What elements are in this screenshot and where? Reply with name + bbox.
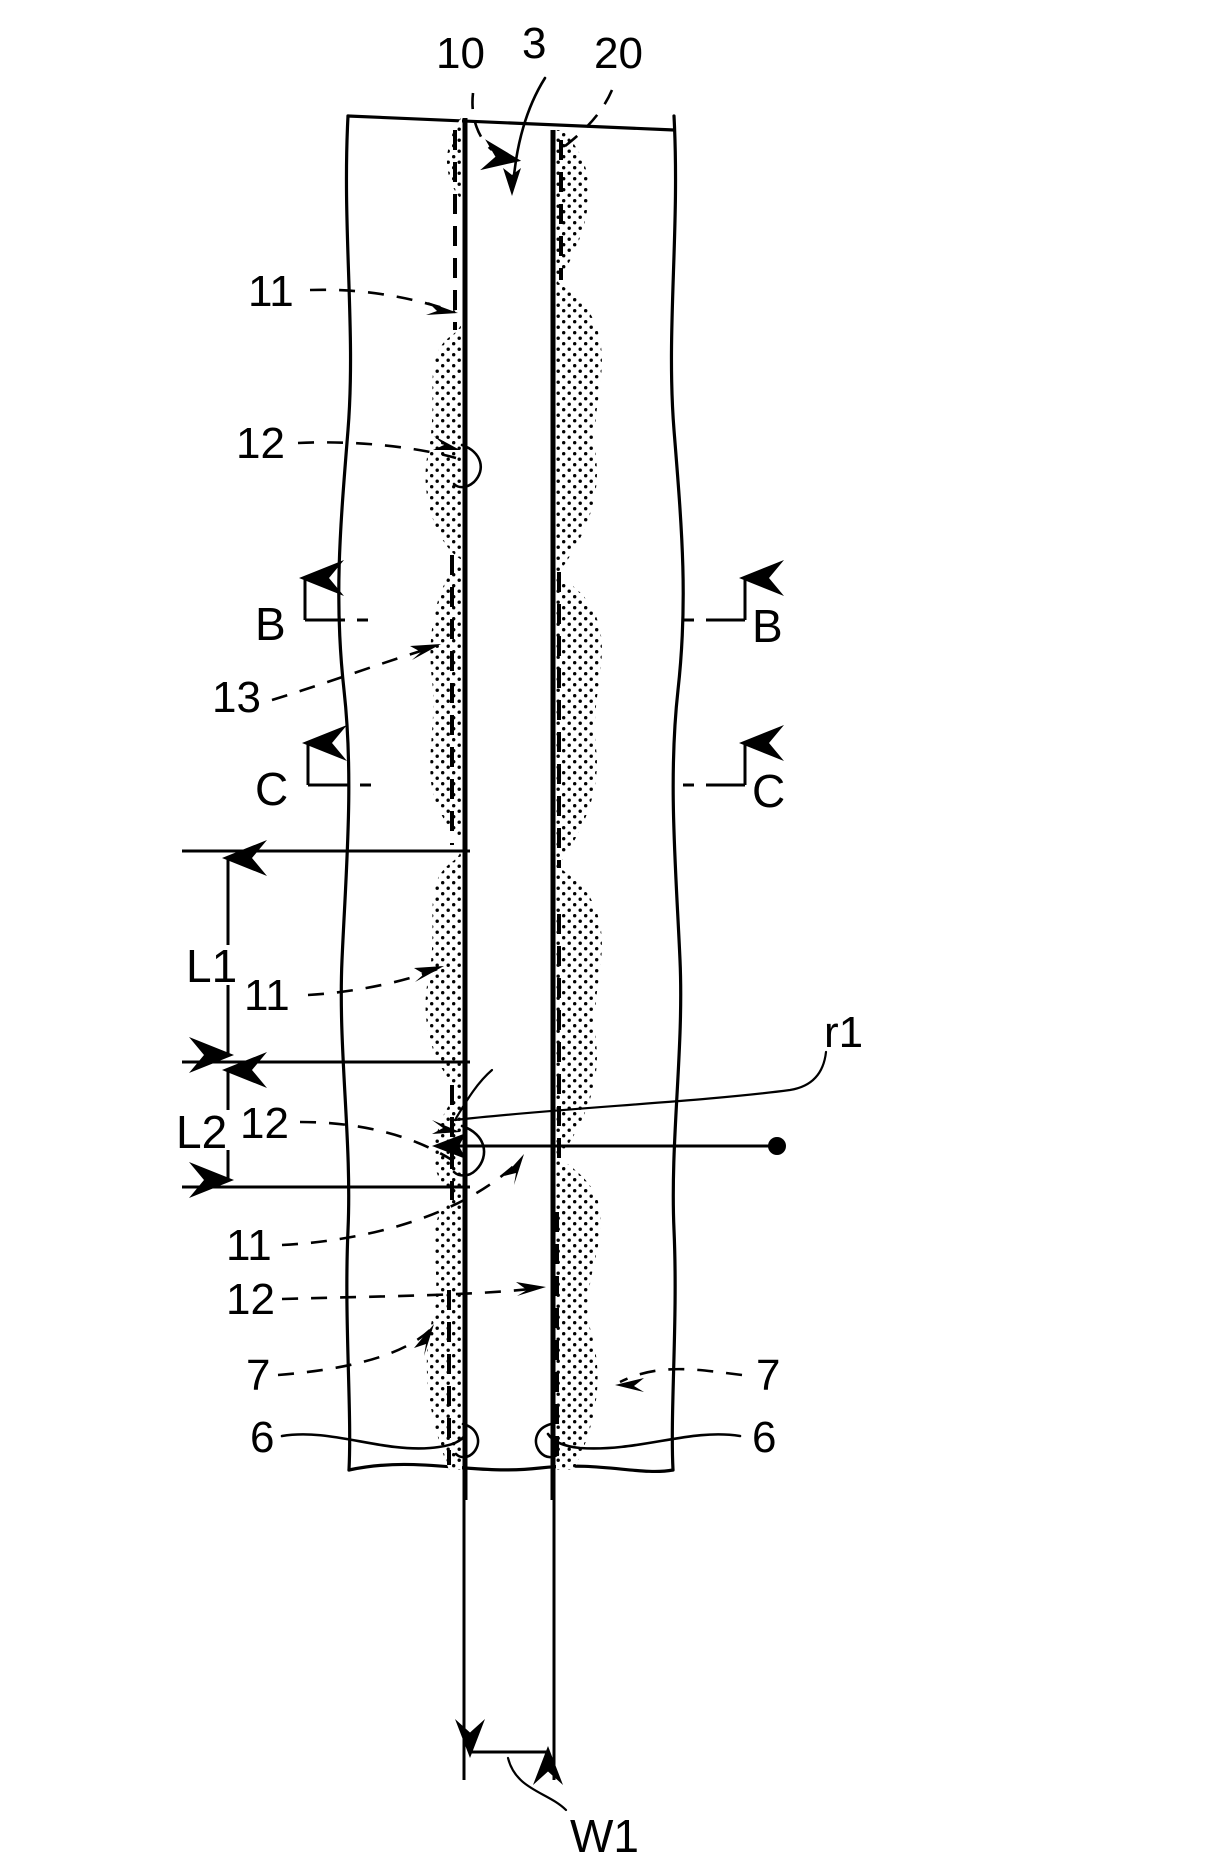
leader-7-left xyxy=(277,1329,431,1377)
stipple-band-left xyxy=(425,116,462,1470)
strip-body xyxy=(337,114,685,1474)
leader-12-a xyxy=(297,441,457,460)
leader-11-c-arrow xyxy=(504,1154,524,1185)
section-c-right-label: C xyxy=(752,765,785,817)
leader-12-b xyxy=(299,1120,453,1162)
leader-6-right xyxy=(546,1432,742,1450)
leader-11-b-arrow xyxy=(414,966,444,982)
label-6-left: 6 xyxy=(250,1413,274,1462)
strip-left-edge xyxy=(337,114,353,1472)
dim-r1-label: r1 xyxy=(824,1008,863,1057)
leader-12-a-hook xyxy=(452,443,483,489)
label-20: 20 xyxy=(594,29,643,78)
section-marker-b-left: B xyxy=(255,560,368,650)
label-13: 13 xyxy=(212,673,261,722)
leader-3-arrowhead xyxy=(503,168,521,196)
top-leaders xyxy=(471,76,614,196)
center-rails xyxy=(447,118,563,1500)
label-11-c: 11 xyxy=(226,1221,272,1270)
leader-12-b-arrow xyxy=(432,1120,460,1134)
rail-right-inner-dashed xyxy=(555,140,563,1465)
label-7-left: 7 xyxy=(246,1351,270,1400)
section-marker-c-left: C xyxy=(255,725,371,815)
leader-13-arrow xyxy=(410,644,441,660)
dim-r1-leader xyxy=(453,1050,828,1122)
leader-7-right-arrow xyxy=(615,1378,644,1392)
leader-11-a xyxy=(309,288,456,314)
strip-bottom-edge xyxy=(347,1462,675,1474)
section-c-left-label: C xyxy=(255,763,288,815)
callout-6-right-circle xyxy=(534,1422,560,1459)
leader-12-a-arrow xyxy=(433,436,460,450)
leader-7-left-arrow xyxy=(414,1324,434,1356)
right-leaders xyxy=(534,1367,743,1459)
dimension-r1: r1 xyxy=(432,1008,863,1159)
dimension-w1: W1 xyxy=(455,1470,639,1862)
leader-7-right xyxy=(619,1367,743,1384)
dimension-l1: L1 xyxy=(182,840,470,1073)
dimension-l2: L2 xyxy=(176,1052,470,1198)
dim-l1-label: L1 xyxy=(186,940,237,992)
leader-10 xyxy=(471,92,493,151)
stipple-band-right xyxy=(556,130,602,1470)
dim-r1-arrowhead xyxy=(432,1133,466,1159)
leader-12-b-hook xyxy=(452,1124,486,1177)
dim-w1-leader xyxy=(506,1756,568,1812)
label-10: 10 xyxy=(436,29,485,78)
leader-12-c-arrow xyxy=(516,1282,546,1296)
section-marker-c-right: C xyxy=(683,725,785,817)
label-12-a: 12 xyxy=(236,419,285,468)
label-11-b: 11 xyxy=(244,971,290,1020)
callout-6-left-circle xyxy=(454,1422,480,1459)
label-11-a: 11 xyxy=(248,267,294,316)
dim-w1-label: W1 xyxy=(570,1810,639,1862)
left-leaders xyxy=(271,288,546,1459)
leader-20 xyxy=(559,89,614,152)
dim-r1-arc xyxy=(453,1068,494,1122)
label-12-b: 12 xyxy=(240,1099,289,1148)
label-3: 3 xyxy=(522,19,546,68)
section-b-left-label: B xyxy=(255,598,286,650)
leader-11-c xyxy=(281,1159,521,1247)
reference-numeral-labels: 10 3 20 11 12 13 11 12 11 12 7 6 7 6 xyxy=(212,19,780,1462)
dim-r1-center-dot xyxy=(768,1137,786,1155)
strip-top-edge xyxy=(346,114,676,132)
section-b-right-label: B xyxy=(752,600,783,652)
strip-right-edge xyxy=(669,114,685,1472)
stipple-bands xyxy=(425,116,602,1470)
rail-left-inner-dashed xyxy=(447,130,457,1465)
leader-11-a-arrow xyxy=(426,302,458,315)
label-7-right: 7 xyxy=(756,1351,780,1400)
label-12-c: 12 xyxy=(226,1275,275,1324)
stipple-band-left-lobe xyxy=(430,560,462,840)
label-6-right: 6 xyxy=(752,1413,776,1462)
dim-l2-label: L2 xyxy=(176,1106,227,1158)
leader-6-left xyxy=(280,1432,468,1450)
leader-3 xyxy=(480,76,547,171)
leader-11-b xyxy=(307,966,441,997)
leader-12-c xyxy=(281,1286,541,1301)
section-marker-b-right: B xyxy=(683,560,784,652)
leader-13 xyxy=(271,644,438,702)
